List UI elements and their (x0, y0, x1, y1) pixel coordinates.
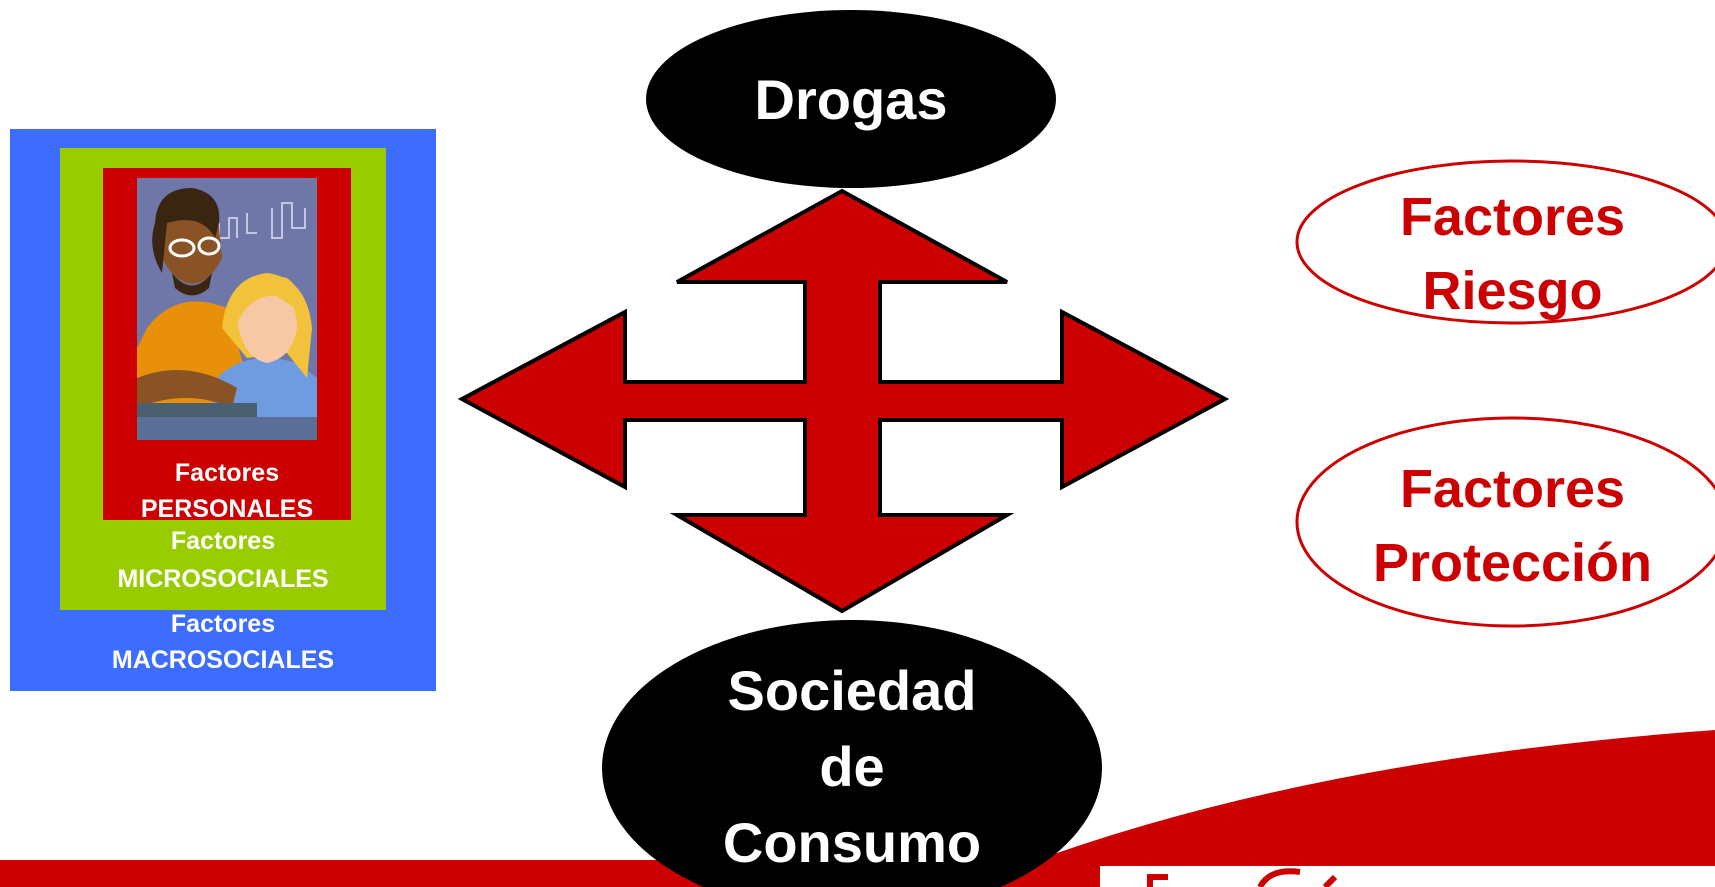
factores-proteccion-line1: Factores (1399, 459, 1626, 519)
factores-riesgo-line2: Riesgo (1422, 261, 1603, 321)
personal-label-line1: Factores (174, 459, 280, 487)
microsocial-label: Factores MICROSOCIALES (60, 522, 386, 598)
sociedad-consumo-line3: Consumo (722, 811, 982, 874)
personal-label-line2: PERSONALES (140, 495, 314, 523)
drogas-label: Drogas (754, 68, 948, 131)
microsocial-label-line1: Factores (170, 527, 276, 555)
factores-proteccion-line2: Protección (1372, 533, 1653, 593)
microsocial-label-line2: MICROSOCIALES (117, 565, 329, 593)
factores-riesgo-line1: Factores (1399, 187, 1626, 247)
personal-label: Factores PERSONALES (103, 455, 351, 527)
sociedad-consumo-line2: de (819, 735, 885, 798)
sociedad-consumo-oval (602, 620, 1102, 887)
factores-riesgo-label: Factores Riesgo (1300, 180, 1715, 328)
sociedad-consumo-line1: Sociedad (727, 659, 977, 722)
macrosocial-label-line2: MACROSOCIALES (111, 646, 335, 674)
factores-proteccion-label: Factores Protección (1300, 452, 1715, 600)
factores-riesgo-oval (1295, 159, 1715, 325)
two-young-people-illustration (137, 178, 317, 440)
factores-proteccion-oval (1295, 416, 1715, 628)
macrosocial-label: Factores MACROSOCIALES (10, 606, 436, 678)
macrosocial-label-line1: Factores (170, 610, 276, 638)
four-way-arrow-shape (457, 188, 1230, 614)
sociedad-consumo-label: Sociedad de Consumo (600, 653, 1104, 881)
drogas-oval (646, 10, 1056, 188)
